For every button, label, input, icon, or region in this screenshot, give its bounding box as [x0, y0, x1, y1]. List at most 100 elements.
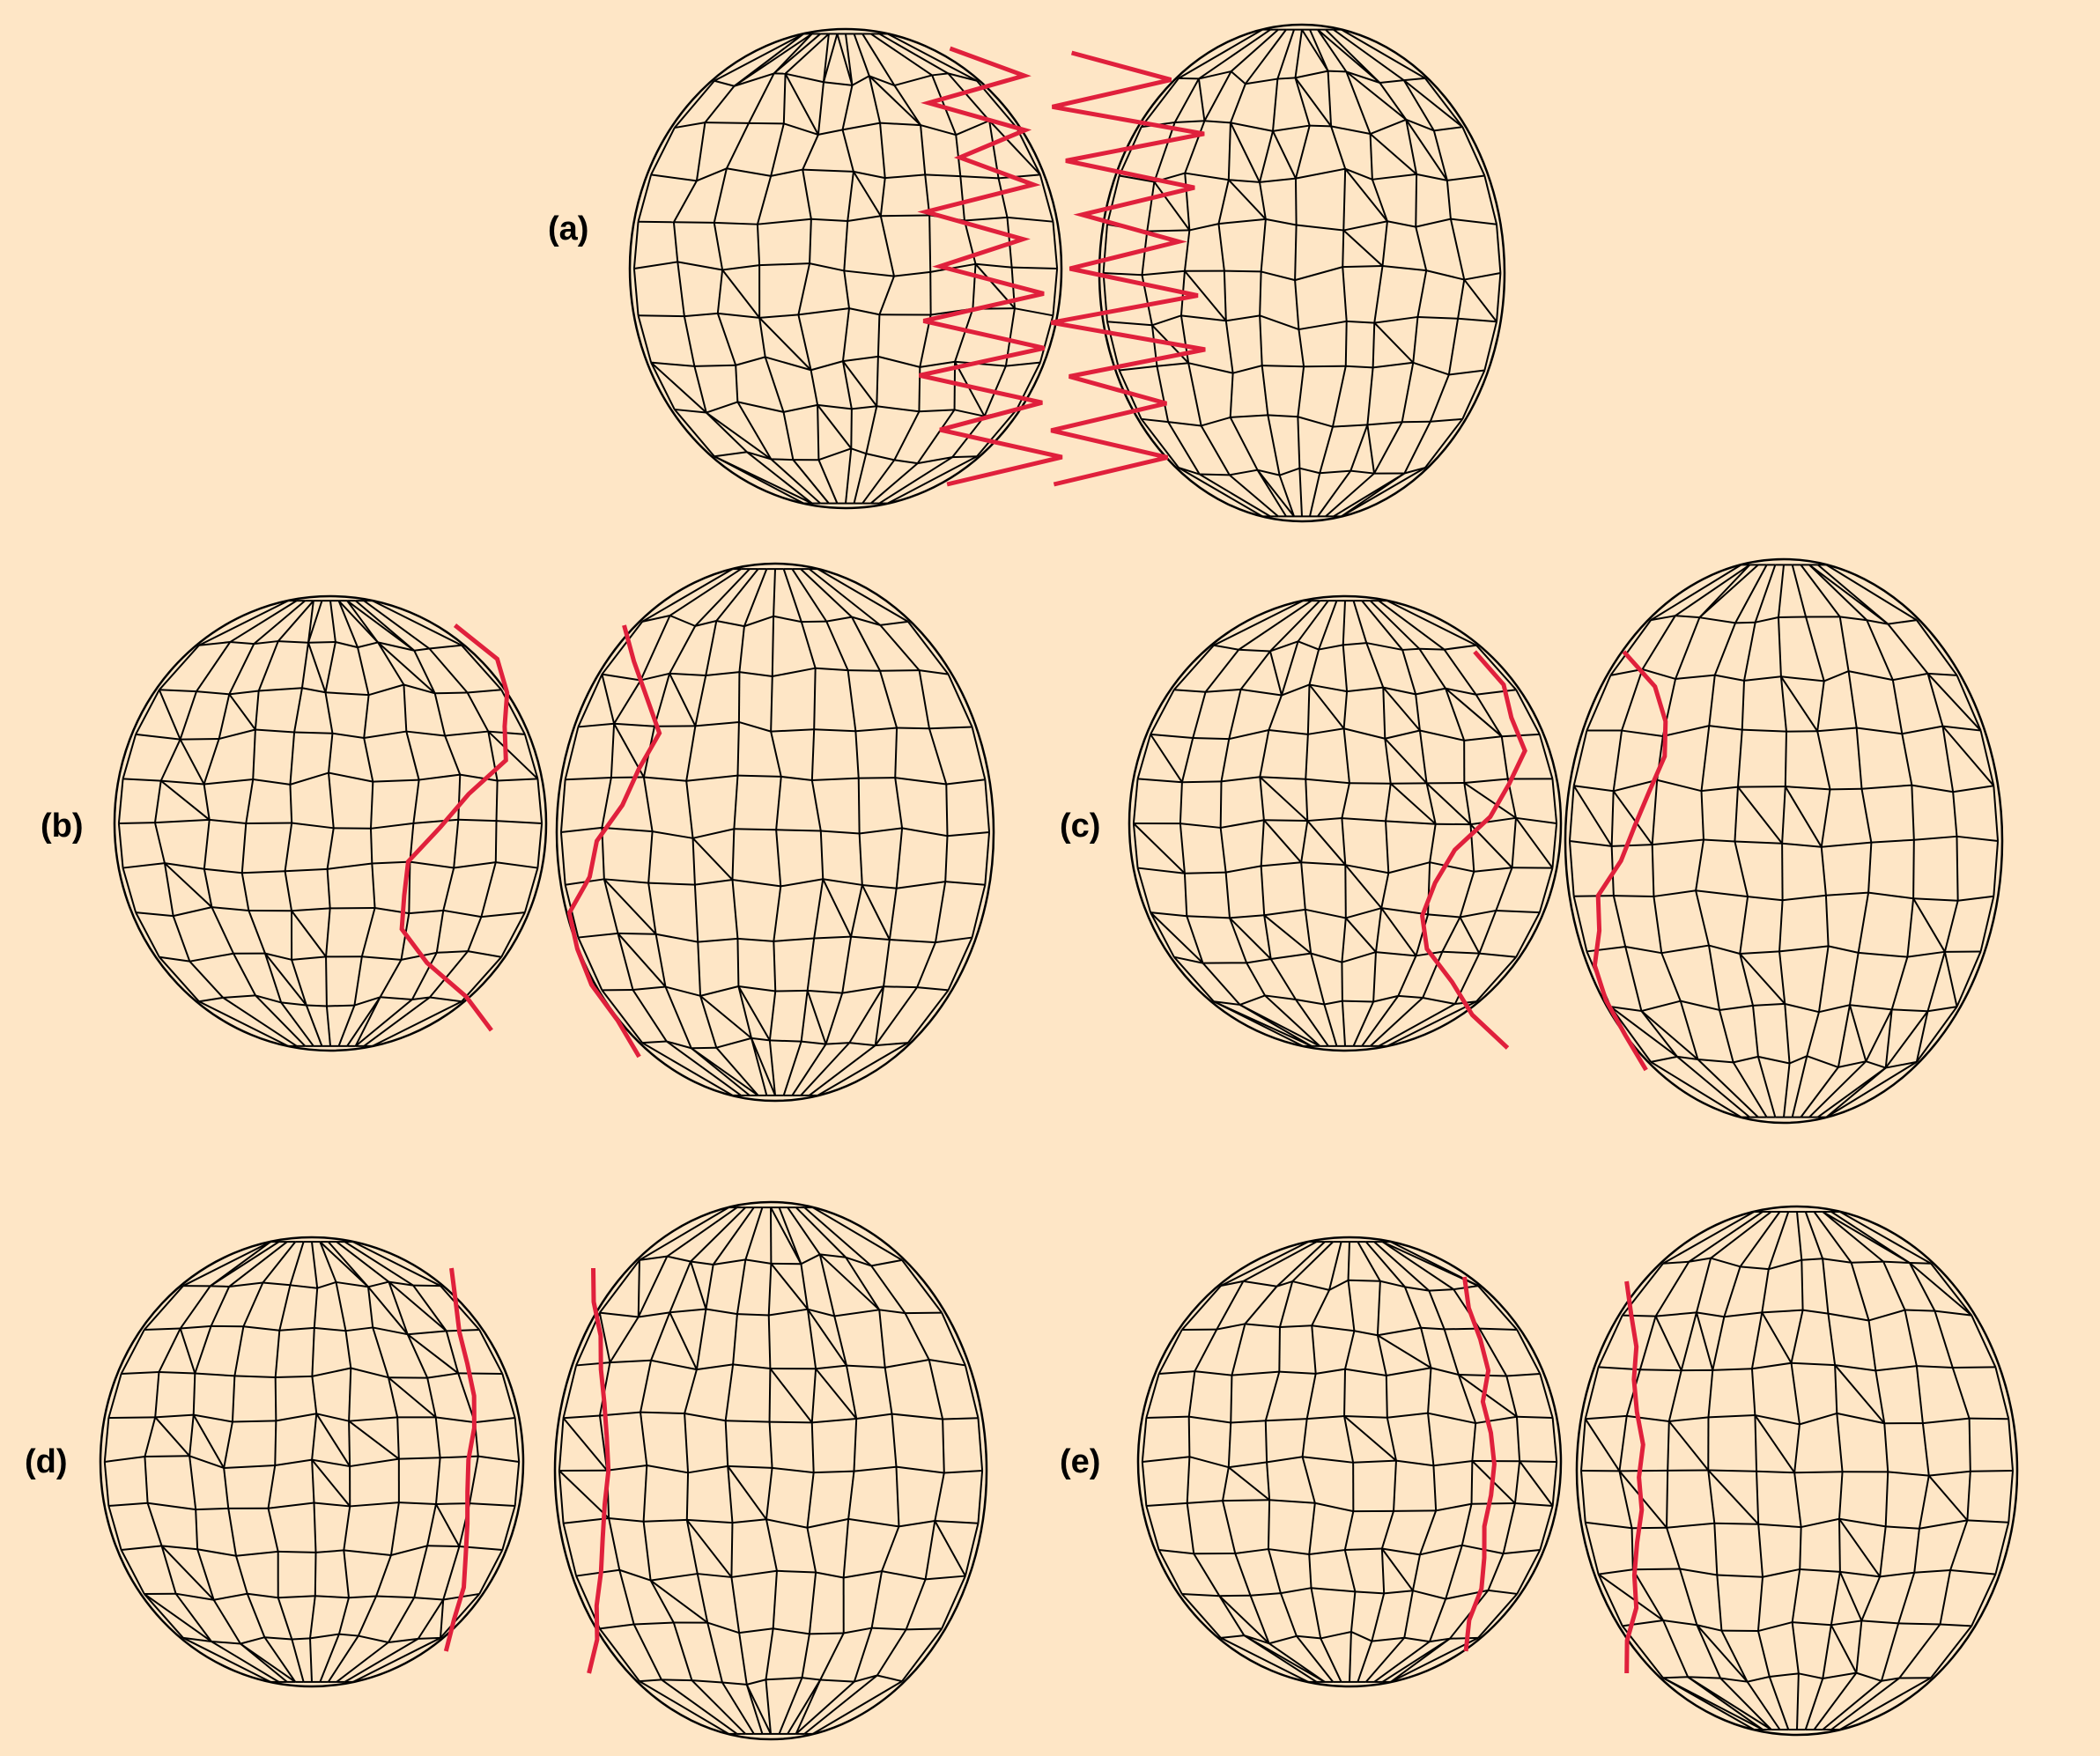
- mesh-edge: [198, 996, 224, 1003]
- mesh-edge: [1386, 1417, 1397, 1461]
- mesh-edge: [427, 1372, 459, 1379]
- mesh-edge: [879, 669, 920, 672]
- mesh-diagonal: [354, 996, 381, 1047]
- mesh-edge: [672, 1622, 693, 1681]
- mesh-edge: [699, 985, 739, 997]
- mesh-edge: [699, 995, 718, 1048]
- mesh-edge: [161, 1545, 198, 1551]
- mesh-edge: [1724, 1311, 1763, 1318]
- mesh-edge: [1411, 1554, 1421, 1591]
- mesh-edge: [372, 600, 462, 646]
- mesh-edge: [1011, 266, 1058, 269]
- mesh-edge: [945, 784, 949, 837]
- mesh-edge: [1822, 1211, 1884, 1263]
- mesh-diagonal: [1808, 564, 1889, 625]
- mesh-edge: [1906, 898, 1915, 957]
- mesh-edge: [1619, 1469, 1668, 1472]
- mesh-edge: [1848, 952, 1860, 1006]
- mesh-edge: [714, 451, 748, 458]
- mesh-edge: [229, 600, 298, 643]
- mesh-edge: [108, 1416, 156, 1420]
- mesh-edge: [1678, 1568, 1698, 1626]
- mesh-edge: [1357, 1641, 1373, 1683]
- mesh-edge: [916, 409, 956, 464]
- mesh-edge: [1260, 820, 1265, 867]
- mesh-diagonal: [264, 953, 307, 1007]
- mesh-edge: [1246, 962, 1266, 996]
- mesh-edge: [348, 1420, 351, 1467]
- mesh-edge: [154, 1371, 160, 1418]
- mesh-edge: [695, 720, 740, 727]
- mesh-edge: [669, 1308, 706, 1314]
- mesh-diagonal: [1341, 472, 1406, 518]
- mesh-edge: [1516, 1415, 1553, 1420]
- mesh-edge: [637, 174, 653, 222]
- mesh-edge: [833, 1316, 847, 1366]
- mesh-edge: [307, 641, 336, 644]
- mesh-edge: [1662, 725, 1710, 737]
- mesh-edge: [1343, 1549, 1357, 1592]
- mesh-edge: [736, 1259, 747, 1315]
- mesh-edge: [712, 1206, 755, 1265]
- mesh-edge: [324, 641, 336, 693]
- mesh-edge: [327, 1635, 359, 1683]
- mesh-edge: [1568, 786, 1575, 842]
- mesh-edge: [1372, 361, 1414, 369]
- mesh-edge: [1179, 782, 1183, 824]
- mesh-edge: [917, 456, 953, 465]
- mesh-edge: [1146, 1501, 1187, 1507]
- mesh-edge: [1403, 1286, 1423, 1329]
- mesh-edge: [1471, 1502, 1515, 1505]
- mesh-edge: [1278, 475, 1295, 517]
- mesh-edge: [1301, 861, 1346, 867]
- mesh-edge: [267, 1465, 277, 1509]
- mesh-diagonal: [1229, 917, 1272, 960]
- mesh-edge: [846, 1364, 885, 1369]
- mesh-edge: [1349, 424, 1369, 471]
- mesh-edge: [461, 645, 502, 690]
- mesh-edge: [1220, 738, 1231, 782]
- mesh-edge: [1291, 1241, 1334, 1282]
- mesh-edge: [607, 1465, 647, 1472]
- mesh-edge: [1911, 784, 1954, 793]
- mesh-edge: [904, 1312, 930, 1361]
- mesh-edge: [1417, 315, 1459, 320]
- mesh-edge: [842, 355, 879, 363]
- mesh-edge: [327, 1241, 369, 1287]
- mesh-edge: [1298, 416, 1334, 428]
- mesh-edge: [1515, 816, 1557, 824]
- mesh-edge: [954, 308, 974, 363]
- mesh-edge: [1372, 952, 1377, 1002]
- mesh-edge: [1314, 1501, 1354, 1513]
- mesh-edge: [1228, 1461, 1268, 1469]
- mesh-edge: [1422, 951, 1444, 999]
- mesh-edge: [1346, 70, 1380, 84]
- mesh-diagonal: [1269, 651, 1283, 696]
- mesh-edge: [695, 1309, 707, 1370]
- mesh-edge: [211, 906, 249, 912]
- mesh-edge: [807, 1308, 835, 1317]
- mesh-edge: [876, 1674, 903, 1683]
- mesh-edge: [1445, 687, 1476, 696]
- mesh-edge: [853, 453, 868, 504]
- mesh-edge: [1222, 1467, 1230, 1501]
- mesh-edge: [650, 127, 676, 175]
- mesh-edge: [823, 81, 853, 86]
- mesh-diagonal: [1707, 1469, 1759, 1525]
- mesh-edge: [1994, 1522, 2010, 1575]
- mesh-edge: [1757, 1524, 1764, 1577]
- mesh-edge: [1173, 955, 1203, 964]
- mesh-edge: [559, 831, 566, 885]
- mesh-edge: [243, 1325, 280, 1332]
- mesh-edge: [1430, 417, 1463, 423]
- mesh-edge: [1800, 564, 1841, 618]
- mesh-edge: [1626, 1414, 1669, 1422]
- mesh-edge: [1641, 1000, 1682, 1013]
- mesh-edge: [1007, 216, 1054, 223]
- mesh-edge: [767, 1315, 772, 1369]
- mesh-edge: [1675, 564, 1750, 616]
- mesh-diagonal: [1184, 270, 1227, 321]
- mesh-edge: [816, 1364, 847, 1370]
- mesh-edge: [677, 261, 723, 271]
- mesh-edge: [357, 641, 379, 649]
